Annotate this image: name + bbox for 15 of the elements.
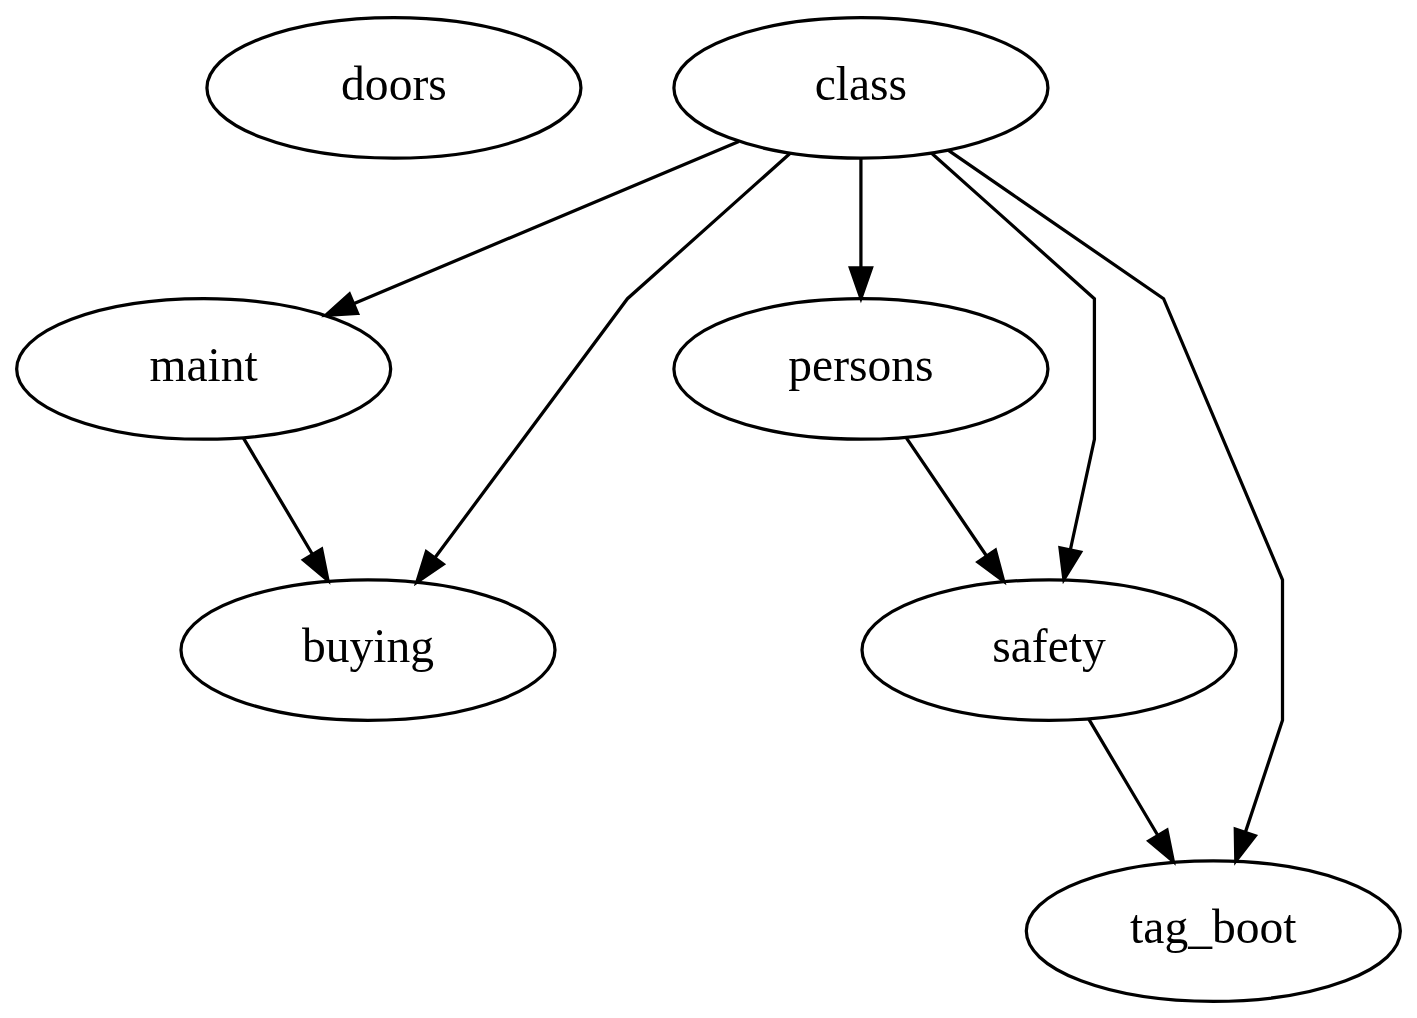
- arrow: [947, 148, 1285, 866]
- node-ellipse: maint: [15, 296, 393, 441]
- arrow: [413, 151, 792, 586]
- arrow: [242, 436, 331, 585]
- arrow: [930, 151, 1097, 584]
- node-ellipse: buying: [179, 577, 557, 722]
- arrow: [1087, 717, 1176, 866]
- arrow: [321, 139, 740, 317]
- node-ellipse: safety: [860, 577, 1238, 722]
- node-ellipse: persons: [672, 296, 1050, 441]
- node-ellipse: tag_boot: [1024, 858, 1402, 1003]
- node-ellipse: doors: [205, 15, 583, 160]
- arrow: [848, 158, 874, 303]
- arrow: [904, 436, 1007, 585]
- node-ellipse: class: [672, 15, 1050, 160]
